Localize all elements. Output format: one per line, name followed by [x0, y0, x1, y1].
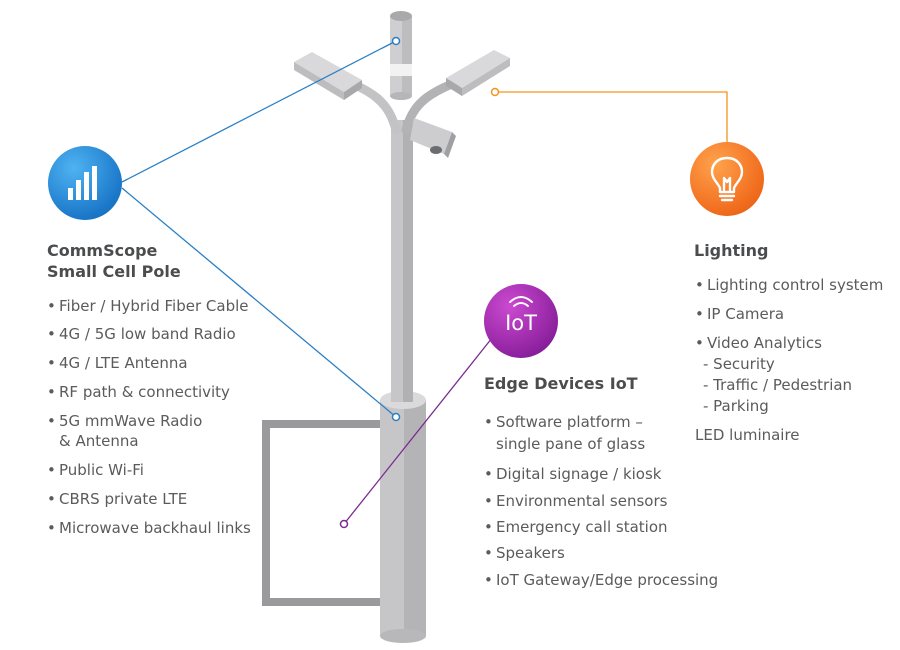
light-bulb-icon	[690, 142, 764, 216]
pole-shaft	[391, 120, 413, 402]
digital-signage-panel	[262, 420, 388, 606]
lighting-sub-item: - Parking	[703, 397, 769, 415]
lighting-sub-item: - Traffic / Pedestrian	[703, 376, 853, 394]
commscope-item: •RF path & connectivity	[47, 383, 230, 401]
signal-bars-icon	[48, 146, 122, 220]
lighting-sub-item: - Security	[703, 355, 775, 373]
callout-lines	[121, 36, 728, 529]
iot-item: •IoT Gateway/Edge processing	[484, 571, 719, 589]
commscope-title-line1: CommScope	[47, 241, 158, 260]
iot-item: •Digital signage / kiosk	[484, 465, 662, 483]
right-luminaire	[446, 50, 510, 96]
iot-item: •Software platform –	[484, 413, 643, 431]
commscope-item: •Microwave backhaul links	[47, 519, 251, 537]
commscope-item-continuation: & Antenna	[59, 432, 139, 450]
lighting-footer: LED luminaire	[695, 426, 800, 444]
commscope-line-bottom	[121, 187, 397, 418]
commscope-title-line2: Small Cell Pole	[47, 262, 181, 281]
commscope-item: •5G mmWave Radio	[47, 412, 203, 430]
lighting-item: •Video Analytics	[695, 334, 822, 352]
iot-item: •Emergency call station	[484, 518, 668, 536]
iot-title: Edge Devices IoT	[484, 374, 638, 393]
commscope-item: •CBRS private LTE	[47, 490, 188, 508]
lighting-item: •Lighting control system	[695, 276, 884, 294]
commscope-item: •4G / LTE Antenna	[47, 354, 188, 372]
iot-icon-text: IoT	[505, 311, 537, 335]
commscope-item: •Public Wi-Fi	[47, 461, 144, 479]
iot-line	[343, 337, 493, 525]
ip-camera	[404, 118, 456, 158]
iot-item-continuation: single pane of glass	[496, 435, 646, 453]
lighting-line	[495, 91, 728, 144]
lighting-item: •IP Camera	[695, 305, 785, 323]
lighting-title: Lighting	[694, 241, 769, 260]
iot-item: •Environmental sensors	[484, 492, 668, 510]
iot-wifi-icon: IoT	[484, 284, 558, 358]
pole-top-canister	[390, 11, 412, 100]
commscope-item: •4G / 5G low band Radio	[47, 325, 236, 343]
commscope-line-top	[121, 40, 397, 183]
iot-item: •Speakers	[484, 544, 565, 562]
commscope-item: •Fiber / Hybrid Fiber Cable	[47, 297, 249, 315]
